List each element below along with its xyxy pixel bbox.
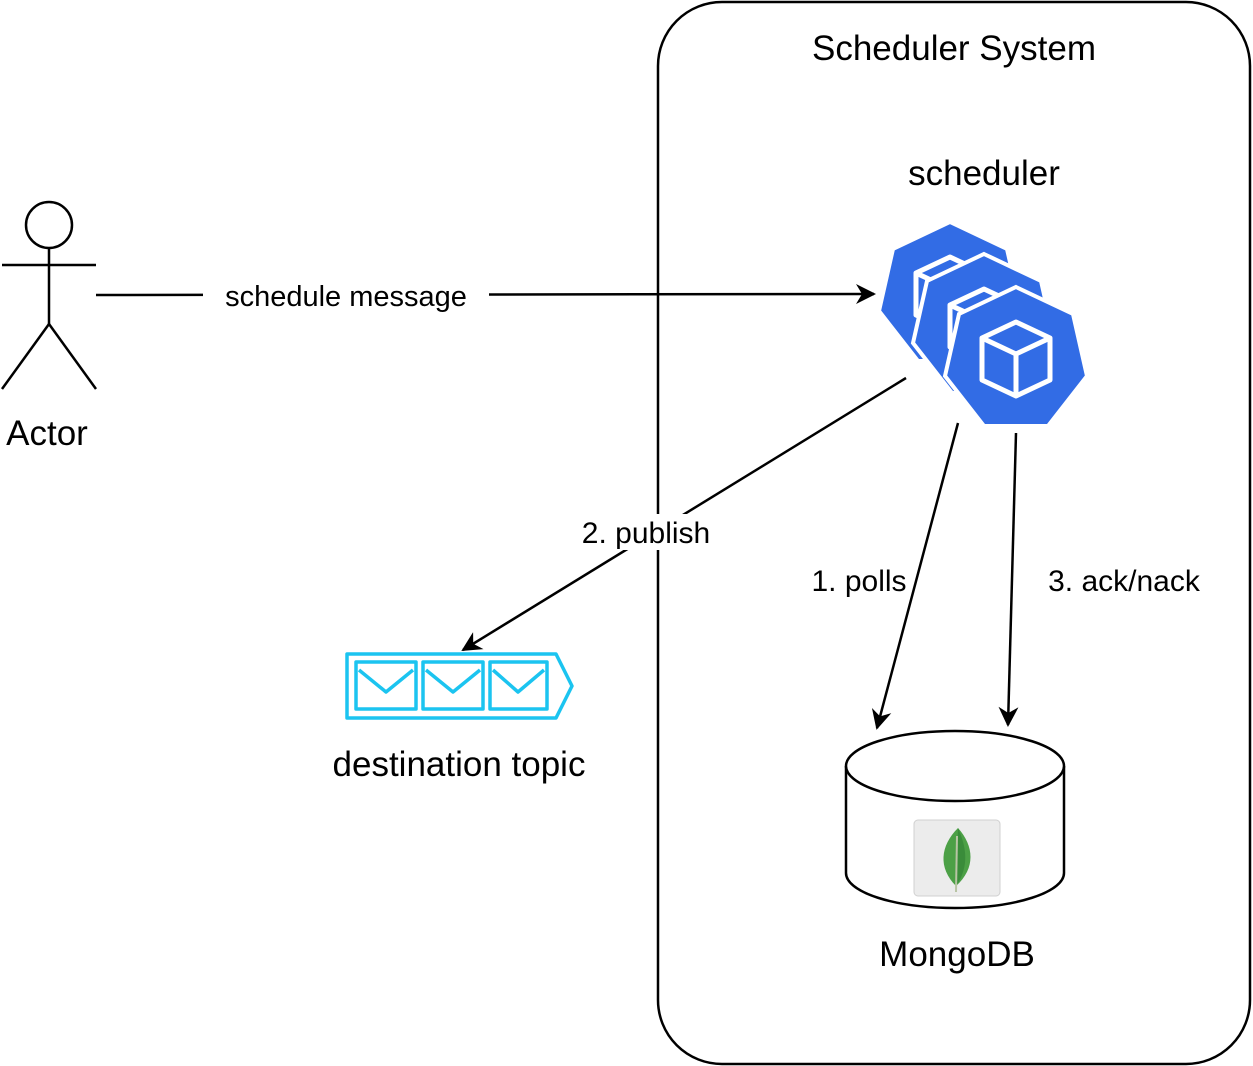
kubernetes-pods-icon[interactable]: [876, 219, 1090, 428]
destination-topic-label: destination topic: [333, 745, 586, 784]
actor-head: [24, 200, 74, 250]
message-queue-icon[interactable]: [345, 652, 574, 720]
actor-left-leg: [0, 323, 51, 390]
actor-label: Actor: [6, 414, 88, 453]
edge-label-schedule-message: schedule message: [225, 281, 467, 313]
edge-polls[interactable]: [871, 422, 960, 730]
mongodb-label: MongoDB: [879, 935, 1035, 974]
edge-label-ack-nack: 3. ack/nack: [1048, 565, 1201, 598]
scheduler-system-title: Scheduler System: [812, 29, 1096, 68]
actor-node[interactable]: [0, 200, 98, 390]
edge-label-polls: 1. polls: [811, 565, 906, 598]
mongodb-leaf-icon: [913, 819, 1001, 897]
actor-right-leg: [47, 323, 98, 390]
edge-ack-nack[interactable]: [998, 432, 1019, 727]
edge-label-publish: 2. publish: [582, 517, 710, 550]
scheduler-label: scheduler: [908, 154, 1060, 193]
